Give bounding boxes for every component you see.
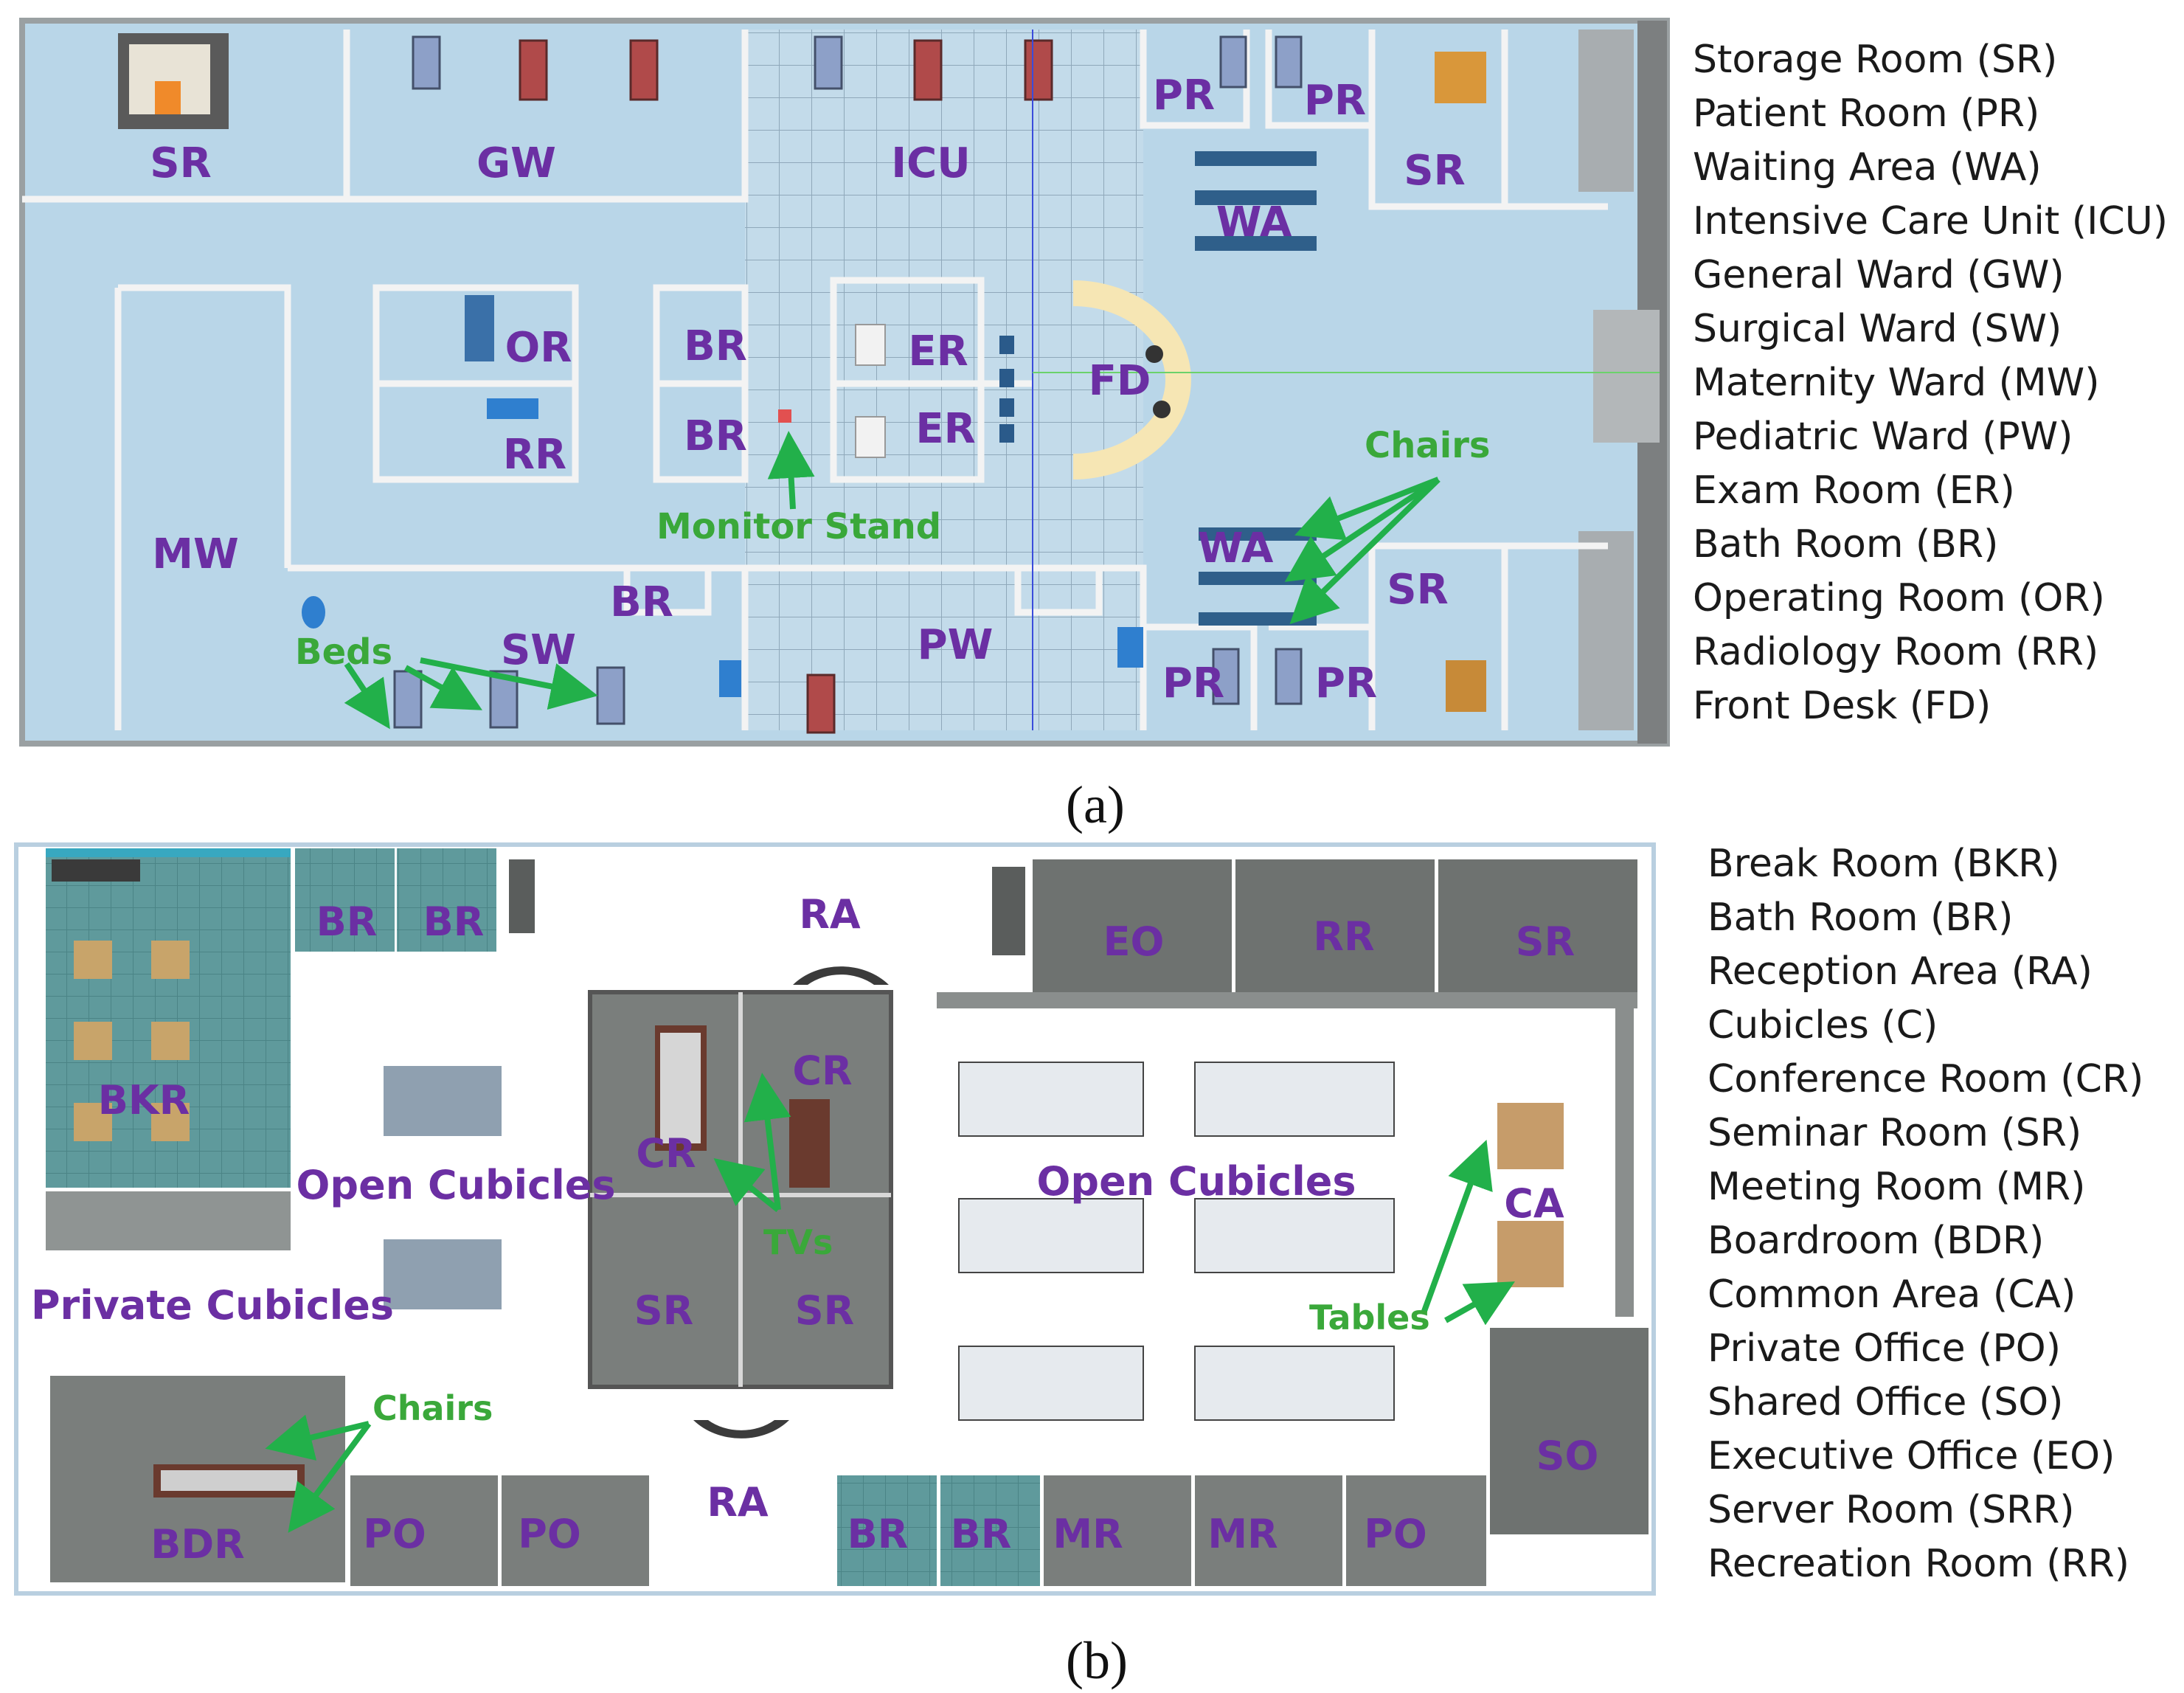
legend-item: Shared Office (SO) [1708, 1380, 2064, 1424]
room-label-po: PO [363, 1511, 426, 1557]
room-label-br: BR [684, 412, 747, 460]
legend-item: Recreation Room (RR) [1708, 1542, 2130, 1586]
legend-item: Front Desk (FD) [1693, 684, 1991, 728]
legend-item: Intensive Care Unit (ICU) [1693, 199, 2169, 243]
room-label-br: BR [423, 899, 485, 945]
legend-item: Meeting Room (MR) [1708, 1165, 2086, 1209]
room-label-ca: CA [1504, 1180, 1564, 1227]
room-label-gw: GW [476, 139, 556, 187]
room-label-so: SO [1536, 1433, 1599, 1479]
annotation-chairs: Chairs [1365, 425, 1490, 466]
room-label-po: PO [518, 1511, 580, 1557]
room-label-sr: SR [1387, 566, 1448, 614]
room-label-mw: MW [152, 530, 239, 578]
legend-item: Exam Room (ER) [1693, 468, 2015, 513]
annotation-tables: Tables [1309, 1298, 1430, 1337]
legend-a: Storage Room (SR) Patient Room (PR) Wait… [1693, 41, 2180, 741]
room-label-sr: SR [150, 139, 211, 187]
room-label-private-cubicles: Private Cubicles [31, 1282, 394, 1329]
room-label-eo: EO [1103, 918, 1165, 965]
room-label-rr: RR [1313, 913, 1374, 960]
room-label-br: BR [684, 322, 747, 370]
legend-item: Operating Room (OR) [1693, 576, 2105, 620]
legend-item: Cubicles (C) [1708, 1003, 1938, 1048]
room-label-bdr: BDR [150, 1521, 245, 1568]
room-label-br: BR [951, 1511, 1012, 1557]
room-label-sr: SR [634, 1287, 693, 1334]
annotation-tvs: TVs [763, 1222, 833, 1262]
room-label-br: BR [847, 1511, 909, 1557]
legend-item: Patient Room (PR) [1693, 91, 2040, 136]
caption-a: (a) [1066, 775, 1125, 834]
room-label-sr: SR [795, 1287, 854, 1334]
room-label-icu: ICU [891, 139, 970, 187]
legend-item: Radiology Room (RR) [1693, 630, 2099, 674]
legend-item: Boardroom (BDR) [1708, 1219, 2045, 1263]
room-label-pw: PW [918, 621, 994, 669]
room-label-br: BR [316, 899, 378, 945]
room-label-po: PO [1364, 1511, 1426, 1557]
room-label-bkr: BKR [98, 1077, 190, 1124]
room-label-pr: PR [1162, 659, 1224, 707]
room-label-br: BR [610, 578, 673, 626]
caption-b: (b) [1066, 1631, 1128, 1690]
legend-item: Waiting Area (WA) [1693, 145, 2042, 190]
room-label-cr: CR [792, 1048, 852, 1094]
room-label-rr: RR [503, 431, 566, 479]
legend-item: Executive Office (EO) [1708, 1434, 2115, 1478]
legend-item: Server Room (SRR) [1708, 1488, 2075, 1532]
room-label-wa: WA [1198, 524, 1274, 572]
legend-item: Break Room (BKR) [1708, 842, 2060, 886]
legend-item: Bath Room (BR) [1708, 896, 2014, 940]
room-label-pr: PR [1304, 77, 1366, 125]
room-label-or: OR [505, 324, 572, 372]
legend-item: Common Area (CA) [1708, 1273, 2076, 1317]
legend-item: Maternity Ward (MW) [1693, 361, 2100, 405]
annotation-chairs: Chairs [372, 1388, 493, 1428]
legend-item: Storage Room (SR) [1693, 38, 2058, 82]
room-label-ra: RA [707, 1479, 769, 1526]
room-label-open-cubicles: Open Cubicles [1037, 1158, 1356, 1205]
room-label-er: ER [908, 328, 968, 375]
room-label-pr: PR [1153, 72, 1215, 120]
room-label-fd: FD [1089, 357, 1151, 405]
room-label-mr: MR [1207, 1511, 1278, 1557]
legend-b: Break Room (BKR) Bath Room (BR) Receptio… [1708, 845, 2180, 1597]
annotation-monitor-stand: Monitor Stand [656, 506, 941, 547]
legend-item: Surgical Ward (SW) [1693, 307, 2062, 351]
room-label-wa: WA [1216, 198, 1292, 246]
room-label-cr: CR [636, 1130, 696, 1177]
legend-item: Pediatric Ward (PW) [1693, 415, 2073, 459]
legend-item: Reception Area (RA) [1708, 949, 2093, 994]
room-label-mr: MR [1053, 1511, 1123, 1557]
room-label-sr: SR [1404, 147, 1465, 195]
room-label-sr: SR [1516, 918, 1575, 965]
room-label-open-cubicles: Open Cubicles [297, 1162, 616, 1208]
room-label-ra: RA [799, 891, 861, 938]
legend-item: Private Office (PO) [1708, 1326, 2061, 1371]
legend-item: Bath Room (BR) [1693, 522, 1999, 567]
legend-item: Seminar Room (SR) [1708, 1111, 2082, 1155]
room-label-pr: PR [1315, 659, 1377, 707]
annotation-beds: Beds [295, 631, 392, 673]
room-label-er: ER [915, 405, 975, 453]
legend-item: General Ward (GW) [1693, 253, 2065, 297]
legend-item: Conference Room (CR) [1708, 1057, 2144, 1101]
